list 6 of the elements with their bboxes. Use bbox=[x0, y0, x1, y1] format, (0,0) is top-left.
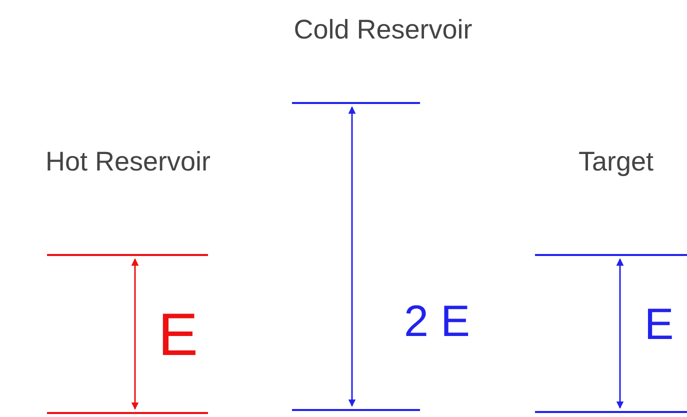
energy-label: E bbox=[644, 303, 674, 347]
energy-label: E bbox=[158, 305, 198, 365]
heading: Cold Reservoir bbox=[294, 16, 472, 44]
heading: Hot Reservoir bbox=[45, 148, 211, 176]
heading: Target bbox=[578, 148, 654, 176]
energy-label: 2 E bbox=[404, 300, 470, 344]
